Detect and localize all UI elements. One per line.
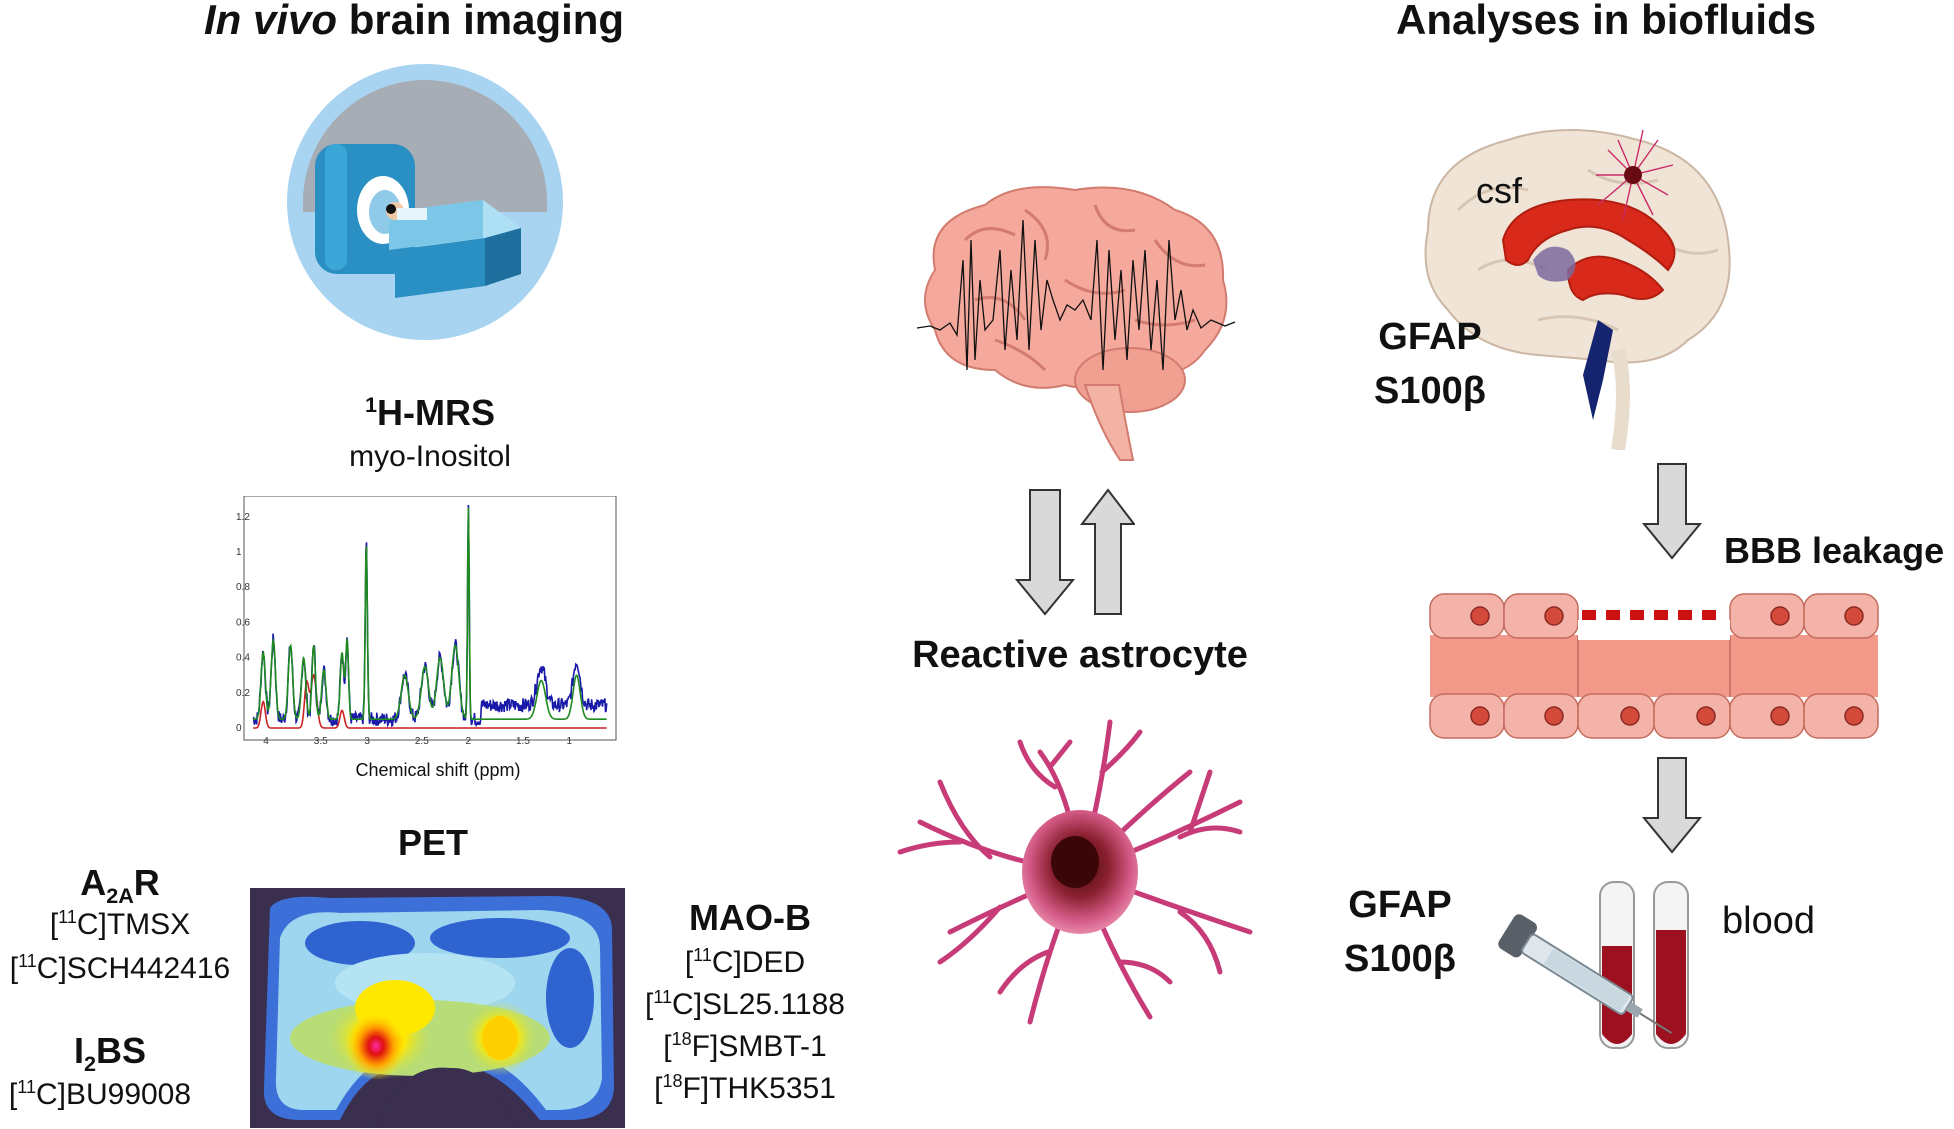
maob-tracer: [18F]THK5351	[654, 1071, 836, 1105]
mrs-x-tick-label: 3.5	[314, 736, 328, 746]
syringe-and-blood-tubes-illustration	[1498, 881, 1689, 1049]
tube-left	[1599, 881, 1635, 1049]
astrocyte-illustration	[897, 719, 1253, 1025]
mrs-x-tick-label: 4	[263, 736, 269, 746]
pet-header: PET	[397, 822, 468, 863]
mrs-subtitle: myo-Inositol	[349, 440, 511, 473]
mrs-header-sup: 1	[365, 392, 378, 417]
mrs-x-tick-label: 2.5	[415, 736, 429, 746]
mrs-x-tick-label: 1.5	[516, 736, 530, 746]
mrs-y-tick-label: 1.2	[236, 512, 250, 523]
mrs-y-tick-label: 1	[236, 547, 242, 558]
a2ar-header: A2AR	[40, 862, 200, 906]
mrs-fit-green-trace	[253, 507, 607, 720]
a2ar-tail: R	[133, 862, 160, 903]
mrs-y-tick-label: 0.2	[236, 688, 250, 699]
eeg-trace	[916, 219, 1236, 371]
i2bs-header: I2BS	[40, 1030, 180, 1074]
i2bs-tracer: [11C]BU99008	[8, 1077, 192, 1111]
reactive-astrocyte-label: Reactive astrocyte	[912, 634, 1248, 676]
csf-label: csf	[1476, 170, 1523, 211]
mrs-y-tick-label: 0.8	[236, 582, 250, 593]
csf-marker-gfap: GFAP	[1378, 316, 1482, 358]
arrow-up	[1079, 488, 1135, 615]
csf-marker-s100b: S100β	[1374, 370, 1486, 412]
blood-label: blood	[1722, 900, 1815, 942]
mrs-header: 1H-MRS	[330, 392, 530, 434]
blood-marker-s100b: S100β	[1344, 938, 1456, 980]
mrs-y-tick-label: 0.6	[236, 617, 250, 628]
tube-right	[1653, 881, 1689, 1049]
arrow-down-csf-to-bbb	[1642, 463, 1702, 560]
mrs-x-tick-label: 1	[567, 736, 573, 746]
maob-header: MAO-B	[689, 897, 811, 938]
i2bs-sub: 2	[83, 1051, 96, 1077]
a2ar-tracer: [11C]TMSX	[49, 907, 191, 941]
mrs-x-axis-label: Chemical shift (ppm)	[355, 760, 521, 780]
a2ar-tracer: [11C]SCH442416	[9, 951, 231, 985]
arrow-down-bbb-to-blood	[1642, 757, 1702, 854]
maob-tracer: [18F]SMBT-1	[663, 1029, 827, 1063]
blood-marker-gfap: GFAP	[1348, 884, 1452, 926]
mrs-x-tick-label: 3	[364, 736, 370, 746]
brain-ventricles-illustration	[1424, 129, 1731, 450]
pet-scan-image	[250, 888, 625, 1128]
blood-brain-barrier-illustration	[1429, 593, 1879, 739]
left-title: In vivo brain imaging	[204, 0, 624, 44]
mrs-spectrum-plot: 0 0.2 0.4 0.6 0.8 1 1.2 4 3.5 3 2.5 2 1.5 1	[236, 496, 617, 746]
arrow-down	[1015, 489, 1076, 616]
mrs-header-main: H-MRS	[377, 392, 495, 433]
mrs-x-tick-label: 2	[465, 736, 471, 746]
maob-tracer: [11C]DED	[684, 945, 806, 979]
right-title: Analyses in biofluids	[1396, 0, 1817, 43]
brain-eeg-illustration	[916, 186, 1236, 461]
mrs-y-tick-label: 0	[236, 723, 242, 734]
i2bs-tail: BS	[96, 1030, 147, 1071]
left-title-italic: In vivo	[204, 0, 338, 43]
mri-scanner-illustration	[287, 64, 563, 340]
left-title-rest: brain imaging	[348, 0, 625, 43]
mrs-y-tick-label: 0.4	[236, 653, 250, 664]
bidirectional-arrows	[1015, 488, 1135, 616]
a2ar-sub: 2A	[106, 883, 134, 909]
bbb-leakage-label: BBB leakage	[1724, 530, 1945, 571]
maob-tracer: [11C]SL25.1188	[645, 987, 845, 1021]
i2bs-main: I	[73, 1030, 84, 1071]
a2ar-main: A	[80, 862, 107, 903]
syringe	[1498, 914, 1673, 1034]
